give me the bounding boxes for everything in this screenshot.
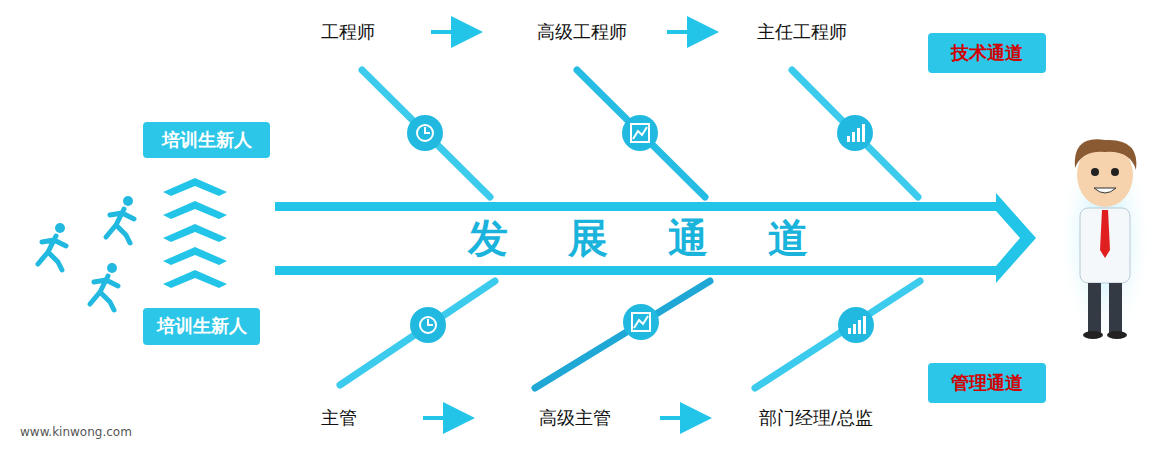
node-text: 管理通道 [940, 371, 1034, 395]
channel-box: 管理通道 [928, 363, 1046, 403]
job-title: 工程师 [317, 18, 379, 46]
flow-arrow [660, 416, 704, 420]
job-title: 主管 [317, 404, 361, 432]
job-title: 高级工程师 [533, 18, 631, 46]
job-title: 主任工程师 [753, 18, 851, 46]
node-text: 主任工程师 [757, 20, 847, 44]
node-text: 发展通道 [408, 211, 868, 266]
node-text: 部门经理/总监 [759, 406, 873, 430]
flow-arrow [667, 30, 711, 34]
node-text: 主管 [321, 406, 357, 430]
node-text: 培训生新人 [151, 128, 262, 152]
development-band: 发展通道 [275, 211, 1000, 266]
job-title: 高级主管 [535, 404, 615, 432]
watermark: www.kinwong.com [20, 425, 132, 439]
trainee-box: 培训生新人 [143, 122, 270, 158]
node-text: 工程师 [321, 20, 375, 44]
trainee-box: 培训生新人 [143, 308, 260, 345]
channel-box: 技术通道 [928, 33, 1046, 73]
node-text: 高级工程师 [537, 20, 627, 44]
node-text: 培训生新人 [151, 314, 252, 338]
node-text: 高级主管 [539, 406, 611, 430]
node-text: 技术通道 [940, 41, 1034, 65]
job-title: 部门经理/总监 [755, 404, 877, 432]
flow-arrow [431, 30, 475, 34]
flow-arrow [423, 416, 467, 420]
